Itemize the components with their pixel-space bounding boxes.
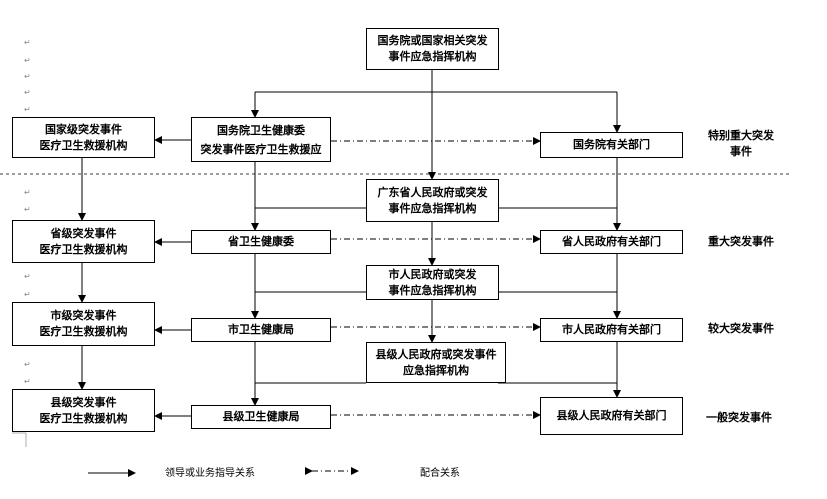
county-rescue-box: 县级突发事件 医疗卫生救援机构 bbox=[12, 389, 155, 432]
leadership-lines bbox=[78, 70, 621, 420]
city-depts-label: 市人民政府有关部门 bbox=[562, 323, 661, 336]
city-health-label: 市卫生健康局 bbox=[228, 323, 294, 336]
state-command-box: 国务院或国家相关突发 事件应急指挥机构 bbox=[366, 28, 499, 70]
county-command-line-1: 县级人民政府或突发事件 bbox=[375, 347, 497, 361]
county-command-line-2: 应急指挥机构 bbox=[403, 363, 469, 377]
prov-depts-box: 省人民政府有关部门 bbox=[540, 230, 683, 254]
state-health-box: 国务院卫生健康委 突发事件医疗卫生救援应 bbox=[191, 117, 331, 162]
level-major: 重大突发事件 bbox=[708, 235, 774, 248]
state-command-line-1: 国务院或国家相关突发 bbox=[377, 34, 488, 47]
county-health-box: 县级卫生健康局 bbox=[191, 405, 331, 429]
state-health-line-2: 突发事件医疗卫生救援应 bbox=[200, 142, 322, 156]
gd-command-line-2: 事件应急指挥机构 bbox=[388, 201, 477, 215]
national-rescue-line-1: 国家级突发事件 bbox=[45, 122, 122, 136]
city-depts-box: 市人民政府有关部门 bbox=[540, 318, 683, 342]
prov-rescue-box: 省级突发事件 医疗卫生救援机构 bbox=[12, 220, 155, 263]
county-command-box: 县级人民政府或突发事件 应急指挥机构 bbox=[366, 342, 506, 383]
national-rescue-line-2: 医疗卫生救援机构 bbox=[39, 138, 128, 152]
city-command-box: 市人民政府或突发 事件应急指挥机构 bbox=[366, 265, 499, 300]
city-rescue-line-2: 医疗卫生救援机构 bbox=[39, 325, 128, 338]
county-health-label: 县级卫生健康局 bbox=[222, 410, 300, 423]
county-rescue-line-2: 医疗卫生救援机构 bbox=[39, 411, 128, 425]
city-health-box: 市卫生健康局 bbox=[191, 318, 331, 342]
county-depts-label: 县级人民政府有关部门 bbox=[556, 409, 667, 422]
city-command-line-2: 事件应急指挥机构 bbox=[388, 283, 477, 297]
legend-cooperation-label: 配合关系 bbox=[420, 468, 460, 479]
state-health-line-1: 国务院卫生健康委 bbox=[217, 123, 305, 137]
city-command-line-1: 市人民政府或突发 bbox=[388, 267, 477, 281]
county-depts-box: 县级人民政府有关部门 bbox=[540, 397, 683, 435]
prov-rescue-line-1: 省级突发事件 bbox=[50, 226, 117, 240]
city-rescue-line-1: 市级突发事件 bbox=[50, 309, 117, 322]
gd-command-line-1: 广东省人民政府或突发 bbox=[377, 185, 488, 199]
state-command-line-2: 事件应急指挥机构 bbox=[388, 50, 477, 63]
state-depts-box: 国务院有关部门 bbox=[540, 132, 683, 158]
national-rescue-box: 国家级突发事件 医疗卫生救援机构 bbox=[12, 117, 155, 158]
gd-command-box: 广东省人民政府或突发 事件应急指挥机构 bbox=[366, 179, 499, 222]
prov-rescue-line-2: 医疗卫生救援机构 bbox=[39, 242, 128, 256]
county-rescue-line-1: 县级突发事件 bbox=[50, 395, 117, 409]
prov-health-box: 省卫生健康委 bbox=[191, 230, 331, 254]
level-especially-major-line-2: 事件 bbox=[730, 145, 752, 158]
level-especially-major: 特别重大突发 事件 bbox=[706, 128, 776, 160]
state-depts-label: 国务院有关部门 bbox=[573, 138, 650, 151]
legend-leadership-label: 领导或业务指导关系 bbox=[165, 468, 255, 479]
city-rescue-box: 市级突发事件 医疗卫生救援机构 bbox=[12, 302, 155, 346]
prov-health-label: 省卫生健康委 bbox=[228, 235, 294, 248]
prov-depts-label: 省人民政府有关部门 bbox=[562, 235, 661, 248]
level-especially-major-line-1: 特别重大突发 bbox=[708, 129, 774, 142]
level-larger: 较大突发事件 bbox=[708, 322, 774, 335]
cooperation-lines bbox=[324, 137, 541, 419]
level-general: 一般突发事件 bbox=[706, 411, 772, 424]
